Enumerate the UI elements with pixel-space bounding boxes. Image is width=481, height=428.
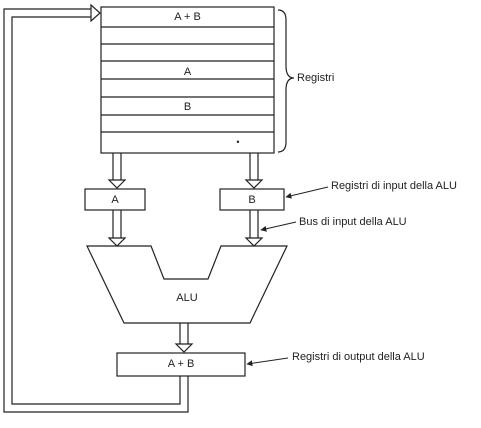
registers-brace bbox=[277, 9, 295, 153]
input-bus-leader bbox=[260, 221, 297, 232]
register-to-input-bus-right bbox=[244, 153, 264, 189]
alu-input-register-b bbox=[219, 188, 285, 211]
alu-output-bus bbox=[174, 323, 194, 353]
alu-input-register-b-text: B bbox=[248, 194, 256, 206]
feedback-bus bbox=[3, 3, 189, 413]
register-row-9-mark: • bbox=[236, 137, 240, 147]
registers-label: Registri bbox=[297, 72, 335, 84]
alu-label: ALU bbox=[176, 292, 198, 304]
alu-input-bus-left bbox=[107, 210, 127, 247]
alu-output-register bbox=[116, 352, 246, 377]
alu-input-registers-label: Registri di input della ALU bbox=[331, 180, 457, 192]
register-row-7: B bbox=[183, 101, 192, 113]
register-file bbox=[100, 6, 275, 154]
output-registers-leader bbox=[246, 357, 289, 367]
register-to-input-bus-left bbox=[107, 153, 127, 189]
input-registers-leader bbox=[285, 186, 329, 199]
alu-output-registers-label: Registri di output della ALU bbox=[292, 351, 425, 363]
alu-input-register-a bbox=[84, 188, 146, 211]
alu-output-register-text: A + B bbox=[167, 358, 195, 370]
register-row-5: A bbox=[183, 66, 192, 78]
alu-input-register-a-text: A bbox=[111, 194, 119, 206]
alu-input-bus-label: Bus di input della ALU bbox=[299, 216, 407, 228]
alu-input-bus-right bbox=[244, 210, 264, 247]
register-row-1: A + B bbox=[174, 11, 201, 23]
alu-shape bbox=[86, 245, 288, 324]
